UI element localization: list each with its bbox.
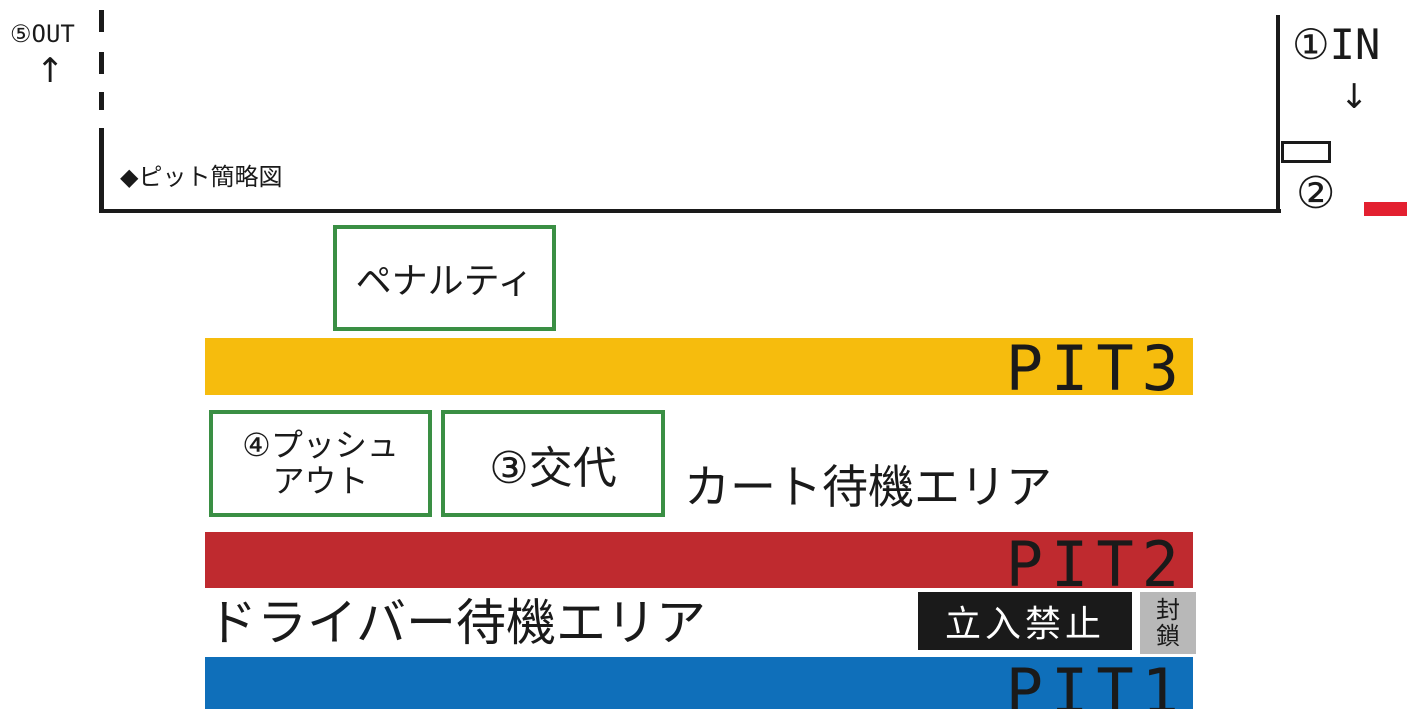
pit2-bar: PIT2 [205, 532, 1193, 588]
entry-sensor-box [1281, 141, 1331, 163]
push-out-box: ④プッシュ アウト [209, 410, 432, 517]
closed-label-line2: 鎖 [1156, 622, 1180, 650]
driver-change-box: ③交代 [441, 410, 665, 517]
driver-change-label: ③交代 [489, 442, 617, 494]
pit3-label: PIT3 [1005, 338, 1187, 395]
pit1-label: PIT1 [1005, 657, 1187, 709]
exit-dash-2 [99, 52, 104, 74]
driver-waiting-area-label: ドライバー待機エリア [207, 594, 706, 652]
no-entry-label: 立入禁止 [944, 604, 1105, 645]
pit3-bar: PIT3 [205, 338, 1193, 395]
pit2-label: PIT2 [1005, 532, 1187, 589]
out-label: ⑤OUT [10, 20, 75, 48]
in-arrow: ↓ [1340, 77, 1369, 117]
exit-dash-3 [99, 92, 104, 110]
marker-2: ② [1296, 168, 1336, 219]
kart-waiting-area-label: カート待機エリア [684, 460, 1052, 514]
out-arrow: ↑ [36, 51, 65, 91]
exit-dash-1 [99, 10, 104, 32]
push-out-label-line1: ④プッシュ [242, 426, 399, 465]
penalty-box: ペナルティ [333, 225, 556, 331]
closed-label-line1: 封 [1156, 595, 1180, 624]
pit-lane-right-wall [1276, 15, 1280, 213]
diagram-title: ◆ピット簡略図 [120, 163, 283, 191]
in-label: ①IN [1292, 20, 1381, 69]
pit1-bar: PIT1 [205, 657, 1193, 709]
no-entry-badge: 立入禁止 [918, 592, 1132, 650]
closed-badge: 封 鎖 [1140, 592, 1196, 654]
pit-lane-bottom-wall [99, 209, 1281, 213]
push-out-label-line2: アウト [272, 461, 369, 500]
red-marker [1364, 202, 1407, 216]
penalty-label: ペナルティ [355, 261, 534, 302]
pit-lane-left-wall [99, 128, 104, 213]
